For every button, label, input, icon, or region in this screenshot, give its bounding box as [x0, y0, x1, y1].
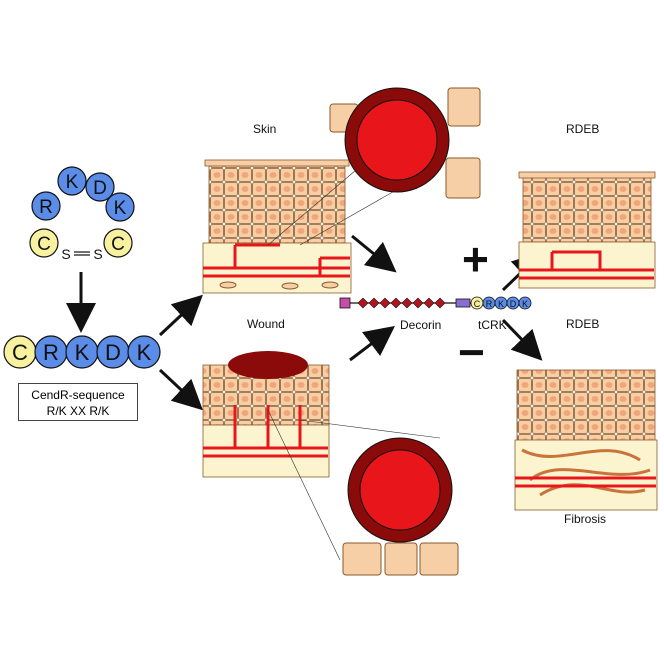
- tcrk-label: tCRK: [478, 318, 507, 332]
- decorin-label: Decorin: [400, 318, 441, 332]
- residue-k2-circle: [105, 192, 135, 222]
- rdeb-bottom-panel: [514, 369, 658, 511]
- rdeb-bottom-label: RDEB: [566, 317, 599, 331]
- arrow-skin-to-decorin: [351, 234, 397, 273]
- residue-k1-label: K: [66, 172, 79, 193]
- decorin-construct: C R K D K: [339, 296, 532, 310]
- residue-k1-circle: [57, 166, 87, 196]
- skin-vessel-inner: [356, 99, 438, 181]
- disulfide-s-right: S: [93, 246, 102, 262]
- residue-d-label: D: [93, 178, 107, 199]
- wound-zoom-cell-2: [384, 542, 418, 576]
- cendr-sequence-line-2: R/K XX R/K: [46, 404, 110, 418]
- rdeb-top-label: RDEB: [566, 122, 599, 136]
- wound-vessels: [203, 405, 328, 458]
- residue-d-circle: [85, 172, 115, 202]
- arrow-to-wound: [158, 368, 203, 411]
- skin-zoom-cell-2: [447, 87, 481, 127]
- arrow-to-rdeb-bottom: [501, 318, 543, 361]
- wound-zoom-cell-3: [419, 542, 459, 576]
- residue-c2-circle: [103, 228, 133, 258]
- decorin-core-repeats: [357, 297, 446, 309]
- tcrk-linker: [455, 298, 471, 308]
- rdeb-top-vessels: [519, 250, 654, 280]
- skin-vessel-zoom: [267, 87, 481, 246]
- fibrosis-label: Fibrosis: [564, 512, 606, 526]
- rdeb-bottom-stratum: [516, 369, 656, 443]
- zoom-line-wound-2: [299, 419, 441, 439]
- tcrk-d-label: D: [510, 299, 517, 309]
- rdeb-bottom-vessels: [515, 476, 656, 488]
- wound-panel: [202, 351, 330, 478]
- residue-k2-label: K: [114, 198, 127, 219]
- zoom-line-skin-1: [267, 169, 357, 246]
- skin-fibroblast-2: [281, 282, 299, 290]
- linear-r-label: R: [43, 340, 59, 365]
- wound-dermis: [202, 424, 330, 478]
- zoom-line-wound-1: [267, 409, 341, 561]
- cyclic-peptide: K D R K C C S S: [29, 166, 135, 262]
- skin-label: Skin: [253, 122, 276, 136]
- skin-fibroblast: [219, 281, 237, 289]
- skin-stratum: [208, 162, 346, 244]
- skin-zoom-cell-3: [445, 157, 481, 199]
- minus-symbol: −: [458, 326, 485, 378]
- disulfide-s-left: S: [61, 246, 70, 262]
- tcrk-r-label: R: [486, 299, 493, 309]
- residue-c2-label: C: [111, 234, 125, 255]
- residue-r-circle: [31, 191, 61, 221]
- rdeb-top-surface: [518, 171, 656, 179]
- skin-vessels: [203, 243, 350, 278]
- plus-symbol: +: [462, 233, 489, 285]
- rdeb-top-dermis: [518, 241, 656, 289]
- wound-vessel-zoom: [267, 409, 459, 576]
- linear-k2-label: K: [137, 340, 152, 365]
- wound-label: Wound: [247, 317, 285, 331]
- linear-k2-circle: [127, 335, 161, 369]
- wound-zoom-cell: [342, 542, 382, 576]
- tcrk-k2-label: K: [522, 299, 528, 309]
- tcrk-k2-circle: [518, 296, 532, 310]
- skin-surface: [204, 159, 350, 167]
- rdeb-top-stratum: [522, 175, 652, 243]
- wound-vessel-inner: [359, 449, 441, 531]
- residue-c1-label: C: [37, 234, 51, 255]
- cendr-sequence-line-1: CendR-sequence: [31, 388, 125, 402]
- tcrk-c-label: C: [474, 299, 481, 309]
- residue-r-label: R: [39, 197, 53, 218]
- residue-c1-circle: [29, 228, 59, 258]
- cendr-sequence-box: CendR-sequence R/K XX R/K: [18, 383, 138, 421]
- tcrk-k1-label: K: [498, 299, 504, 309]
- linear-c-label: C: [12, 340, 28, 365]
- arrow-wound-to-decorin: [349, 325, 395, 362]
- rdeb-top-panel: [518, 171, 656, 289]
- skin-panel: [202, 159, 352, 294]
- wound-scab: [228, 351, 308, 379]
- linear-d-label: D: [105, 340, 121, 365]
- arrow-to-skin: [158, 294, 203, 337]
- linear-k1-label: K: [75, 340, 90, 365]
- skin-fibroblast-3: [321, 281, 339, 289]
- decorin-n-terminus: [339, 297, 351, 309]
- linear-peptide: C R K D K: [3, 335, 161, 369]
